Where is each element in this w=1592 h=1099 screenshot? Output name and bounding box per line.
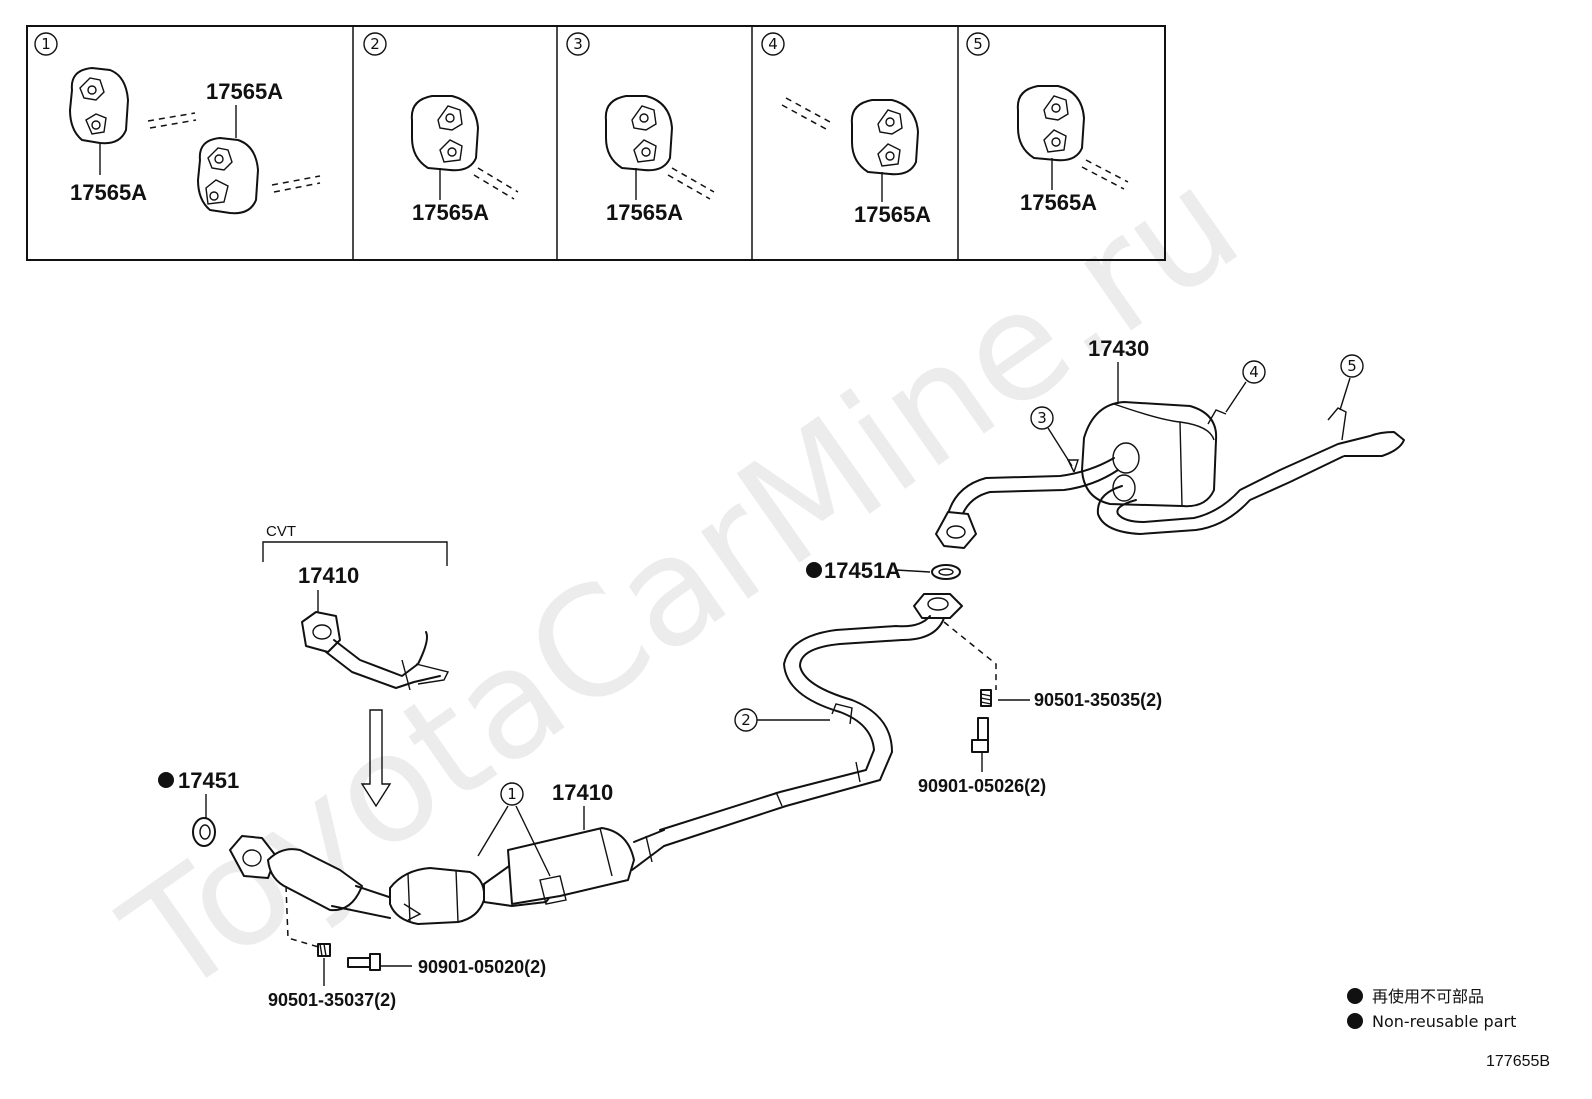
cvt-label: CVT xyxy=(266,523,296,540)
svg-text:1: 1 xyxy=(507,785,517,803)
inset-1-label-a: 17565A xyxy=(206,79,283,104)
label-17430: 17430 xyxy=(1088,336,1149,361)
non-reusable-marker xyxy=(158,772,174,788)
inset-1-label-b: 17565A xyxy=(70,180,147,205)
svg-text:4: 4 xyxy=(1249,363,1259,381)
non-reusable-marker xyxy=(806,562,822,578)
legend-japanese: 再使用不可部品 xyxy=(1372,987,1484,1006)
inset-3-number: 3 xyxy=(573,35,583,53)
inset-4-number: 4 xyxy=(768,35,778,53)
svg-text:5: 5 xyxy=(1347,357,1357,375)
figure-code: 177655B xyxy=(1486,1053,1550,1070)
inset-5-number: 5 xyxy=(973,35,983,53)
inset-2-label: 17565A xyxy=(412,200,489,225)
callout-3: 3 xyxy=(1030,406,1073,467)
legend-bullet-icon xyxy=(1347,1013,1363,1029)
svg-text:3: 3 xyxy=(1037,409,1047,427)
hanger-icon xyxy=(850,99,919,176)
center-pipe xyxy=(659,593,963,847)
inset-panel-frame xyxy=(26,25,1166,261)
legend-english: Non-reusable part xyxy=(1372,1012,1516,1031)
callout-5: 5 xyxy=(1339,354,1364,411)
inset-3-label: 17565A xyxy=(606,200,683,225)
inset-4: 4 17565A xyxy=(761,32,931,227)
inset-1: 1 17565A 17565A xyxy=(34,32,321,215)
label-17410-cvt: 17410 xyxy=(298,563,359,588)
svg-text:2: 2 xyxy=(741,711,751,729)
cvt-front-pipe xyxy=(301,611,450,691)
bolt-90501-35035 xyxy=(980,689,992,707)
label-90901-05020: 90901-05020(2) xyxy=(418,957,546,977)
muffler-17430 xyxy=(935,401,1405,549)
hanger-icon xyxy=(197,137,259,215)
inset-4-label: 17565A xyxy=(854,202,931,227)
inset-5: 5 17565A xyxy=(966,32,1129,215)
hanger-icon xyxy=(1016,85,1085,162)
callout-2: 2 xyxy=(734,708,830,732)
gasket-17451A xyxy=(806,562,961,580)
label-17410-main: 17410 xyxy=(552,780,613,805)
inset-5-label: 17565A xyxy=(1020,190,1097,215)
bolt-90501-35037 xyxy=(317,943,331,957)
front-pipe-17410 xyxy=(229,827,665,925)
label-90501-35035: 90501-35035(2) xyxy=(1034,690,1162,710)
cvt-bracket xyxy=(262,541,448,566)
inset-1-number: 1 xyxy=(41,35,51,53)
watermark: ToyotaCarMine.ru xyxy=(95,135,1269,1030)
bolt-90901-05020 xyxy=(347,953,381,971)
label-17451: 17451 xyxy=(178,768,239,793)
callout-4: 4 xyxy=(1225,360,1266,413)
hanger-icon xyxy=(410,95,479,172)
hanger-icon xyxy=(604,95,673,172)
inset-3: 3 17565A xyxy=(566,32,715,225)
inset-2: 2 17565A xyxy=(363,32,519,225)
label-90901-05026: 90901-05026(2) xyxy=(918,776,1046,796)
down-arrow-icon xyxy=(360,709,392,808)
bolt-90901-05026 xyxy=(971,717,989,753)
legend: 再使用不可部品 Non-reusable part xyxy=(1347,987,1516,1031)
label-17451A: 17451A xyxy=(824,558,901,583)
gasket-17451 xyxy=(192,817,216,847)
legend-bullet-icon xyxy=(1347,988,1363,1004)
hanger-icon xyxy=(69,67,129,145)
callout-1: 1 xyxy=(477,782,551,877)
inset-2-number: 2 xyxy=(370,35,380,53)
label-90501-35037: 90501-35037(2) xyxy=(268,990,396,1010)
